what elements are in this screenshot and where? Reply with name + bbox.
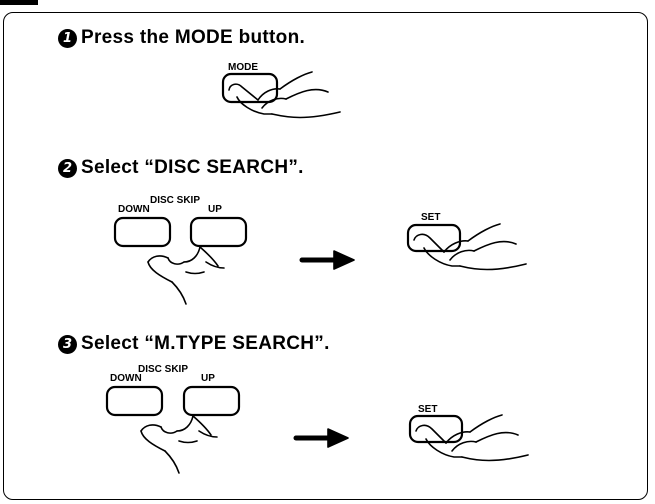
step-3-text: Select “M.TYPE SEARCH”. [81, 333, 330, 354]
step-2-number: 2 [58, 158, 77, 178]
right-arrow-icon [299, 250, 355, 270]
disc-skip-up-button-2 [182, 385, 241, 417]
step-1-number: 1 [58, 28, 77, 48]
hand-pressing-icon [140, 415, 218, 474]
disc-skip-down-button-1 [113, 216, 172, 248]
up-label-1: UP [208, 204, 222, 215]
hand-pressing-icon [147, 246, 225, 305]
disc-skip-label-2: DISC SKIP [138, 364, 189, 375]
step-1: 1 Press the MODE button. [58, 27, 305, 49]
mode-button [221, 72, 279, 104]
set-button-1 [406, 223, 462, 253]
right-arrow-icon [293, 428, 349, 448]
step-1-text: Press the MODE button. [81, 27, 306, 48]
up-label-2: UP [201, 373, 215, 384]
set-button-2 [408, 414, 464, 444]
hand-pressing-icon [413, 223, 527, 271]
set-label-2: SET [418, 404, 438, 415]
hand-pressing-icon [415, 414, 529, 462]
hand-pressing-icon [228, 71, 341, 119]
step-3-number: 3 [58, 334, 77, 354]
step-2-text: Select “DISC SEARCH”. [81, 157, 304, 178]
instruction-frame [3, 12, 648, 500]
step-3: 3 Select “M.TYPE SEARCH”. [58, 333, 330, 355]
disc-skip-down-button-2 [105, 385, 164, 417]
disc-skip-up-button-1 [189, 216, 248, 248]
section-tab-mark [0, 0, 38, 5]
mode-button-label: MODE [228, 62, 258, 73]
set-label-1: SET [421, 212, 441, 223]
down-label-2: DOWN [110, 373, 142, 384]
down-label-1: DOWN [118, 204, 150, 215]
disc-skip-label-1: DISC SKIP [150, 195, 201, 206]
step-2: 2 Select “DISC SEARCH”. [58, 157, 304, 179]
